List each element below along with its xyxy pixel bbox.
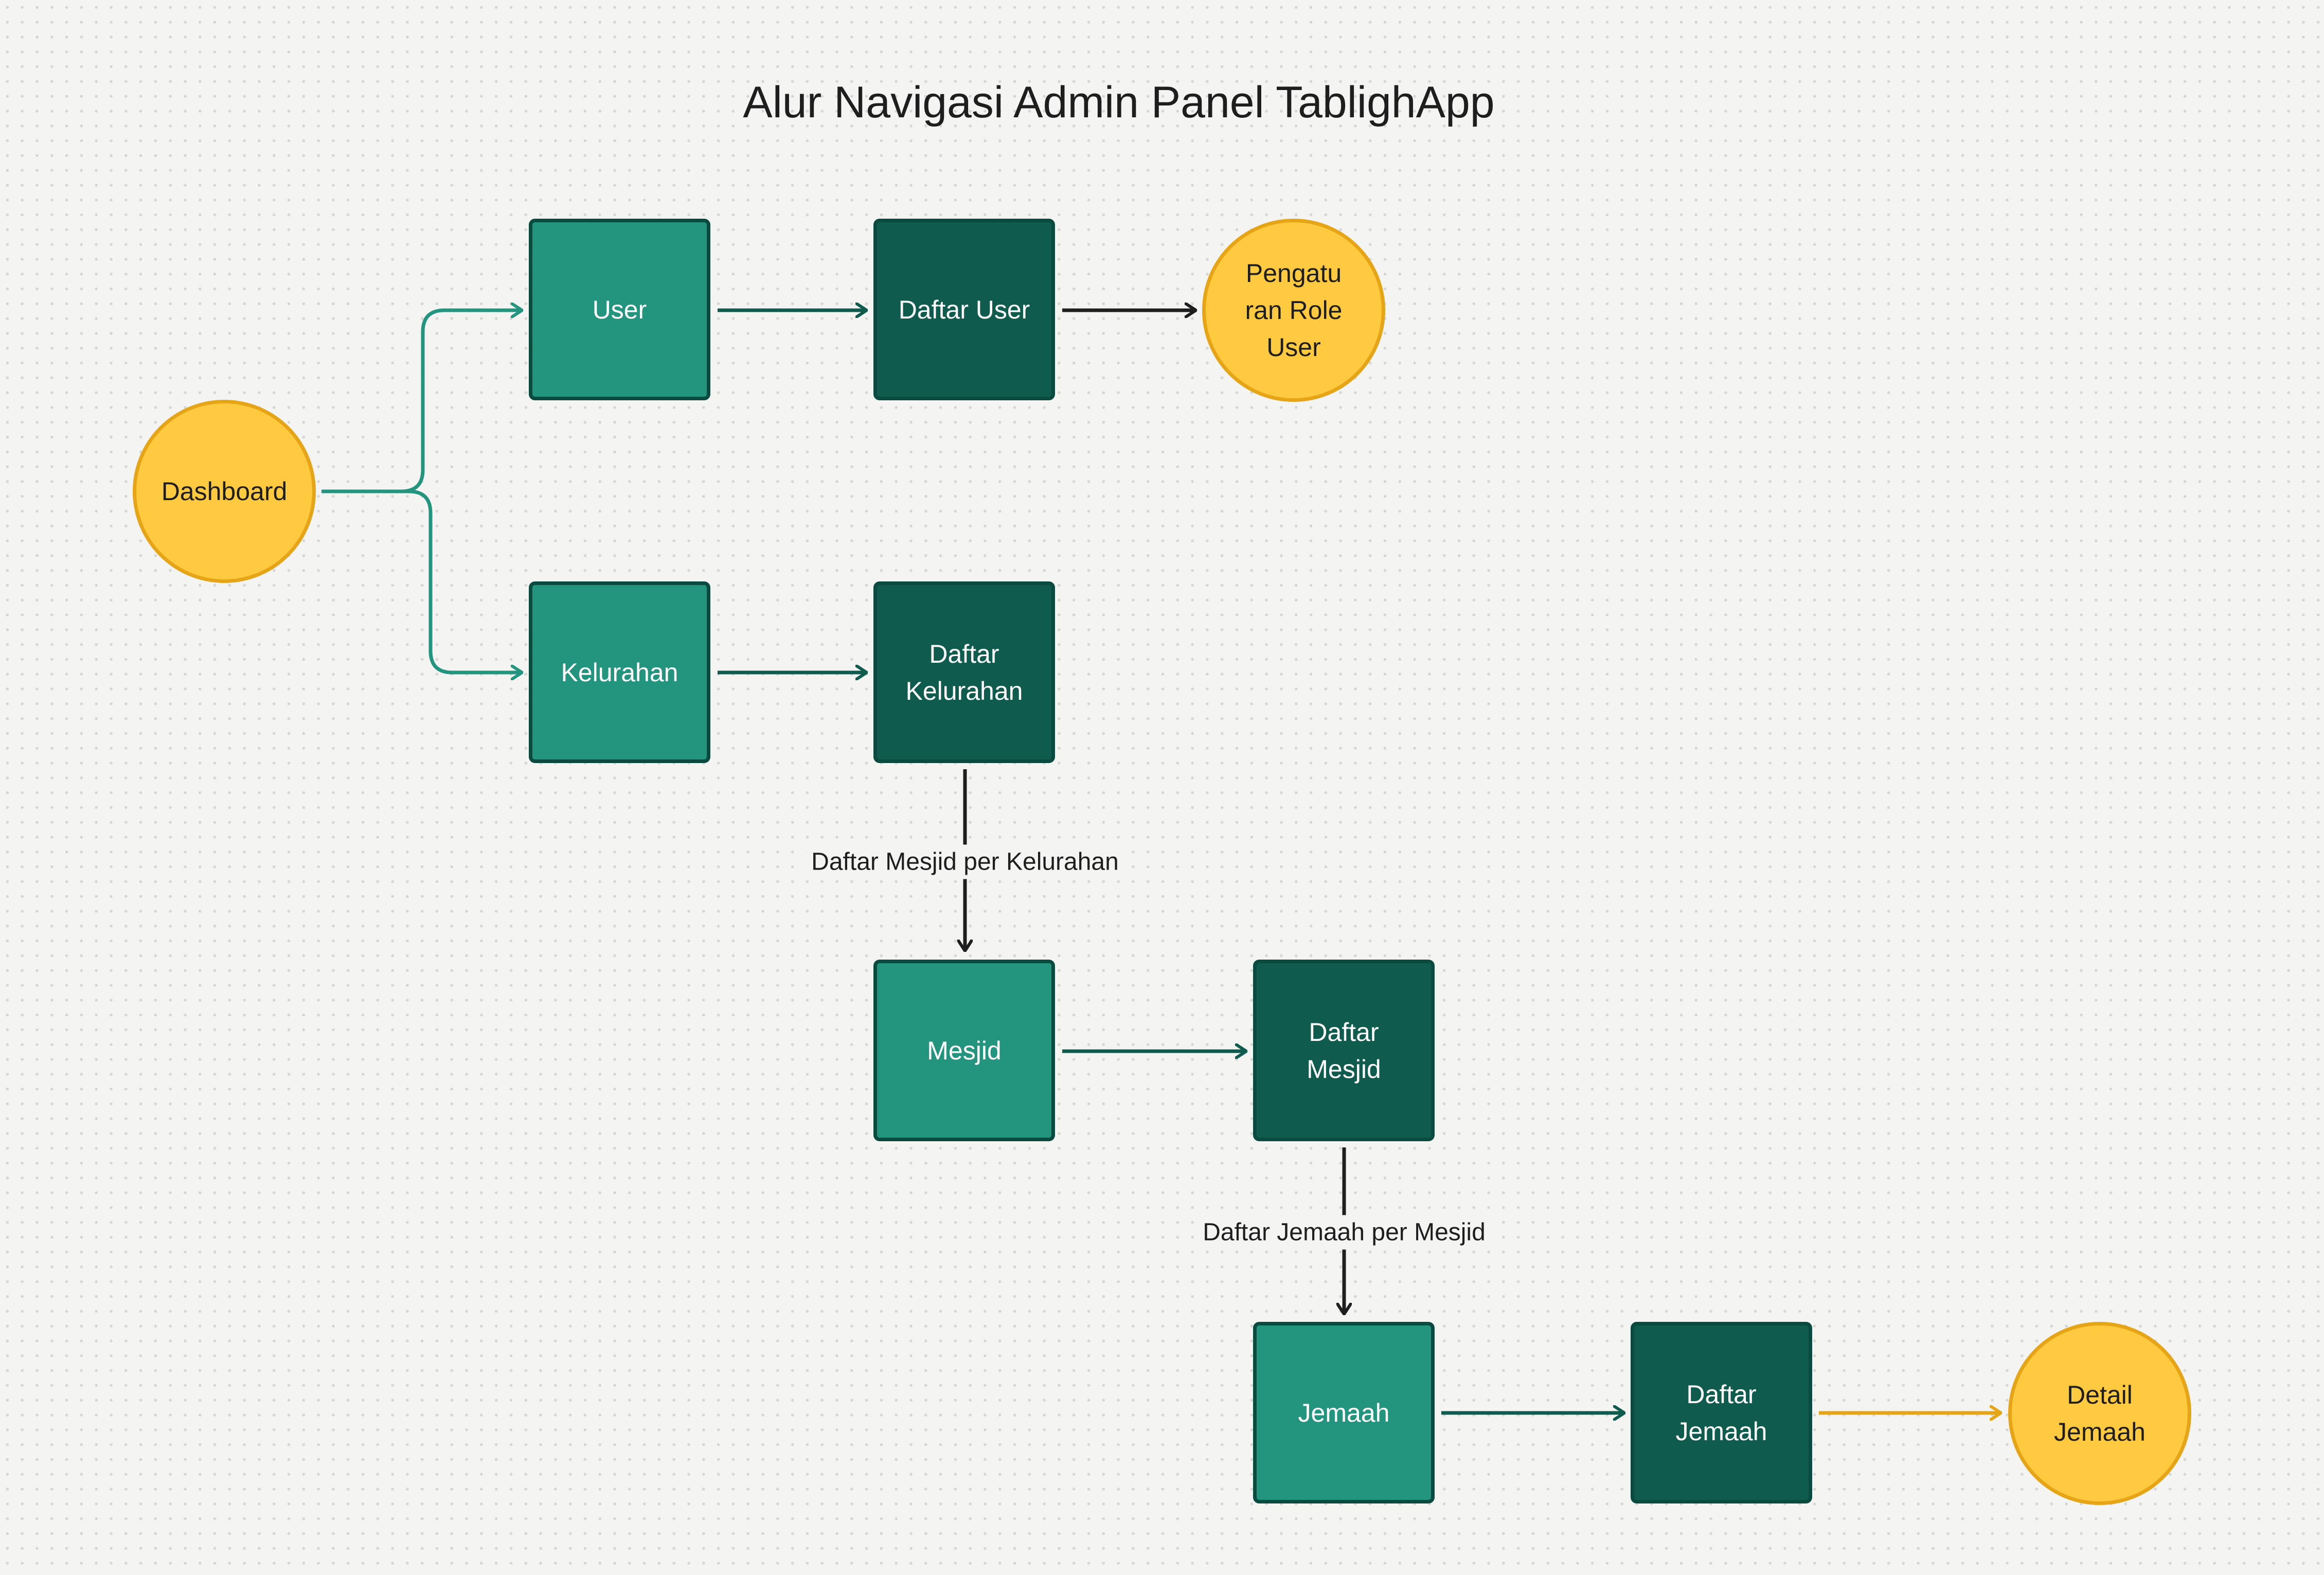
edge-dashboard-user <box>321 310 522 493</box>
node-detail-jemaah-label: Detail Jemaah <box>2054 1381 2146 1446</box>
node-daftar-jemaah: Daftar Jemaah <box>1631 1322 1812 1503</box>
node-mesjid: Mesjid <box>873 960 1055 1141</box>
node-detail-jemaah: Detail Jemaah <box>2008 1322 2191 1505</box>
node-dashboard-label: Dashboard <box>161 477 288 506</box>
node-daftar-mesjid-label: Daftar Mesjid <box>1307 1017 1381 1084</box>
node-user-label: User <box>592 295 647 324</box>
node-pengaturan-role-user-label: Pengatu ran Role User <box>1245 259 1343 362</box>
node-daftar-user-label: Daftar User <box>898 295 1030 324</box>
diagram-title: Alur Navigasi Admin Panel TablighApp <box>743 78 1495 127</box>
node-kelurahan-label: Kelurahan <box>561 658 678 687</box>
node-mesjid-label: Mesjid <box>927 1036 1002 1065</box>
edge-dashboard-kelurahan <box>321 489 522 673</box>
node-daftar-kelurahan: Daftar Kelurahan <box>873 581 1055 763</box>
node-pengaturan-role-user: Pengatu ran Role User <box>1202 219 1385 402</box>
node-jemaah-label: Jemaah <box>1298 1398 1390 1427</box>
node-daftar-user: Daftar User <box>873 219 1055 400</box>
edge-label-mesjid-per-kelurahan: Daftar Mesjid per Kelurahan <box>806 844 1124 879</box>
node-daftar-kelurahan-label: Daftar Kelurahan <box>905 639 1023 705</box>
edge-label-jemaah-per-mesjid: Daftar Jemaah per Mesjid <box>1197 1215 1491 1250</box>
node-user: User <box>529 219 710 400</box>
node-daftar-jemaah-label: Daftar Jemaah <box>1675 1379 1767 1446</box>
node-daftar-mesjid: Daftar Mesjid <box>1253 960 1435 1141</box>
node-kelurahan: Kelurahan <box>529 581 710 763</box>
node-jemaah: Jemaah <box>1253 1322 1435 1503</box>
node-dashboard: Dashboard <box>133 400 316 583</box>
